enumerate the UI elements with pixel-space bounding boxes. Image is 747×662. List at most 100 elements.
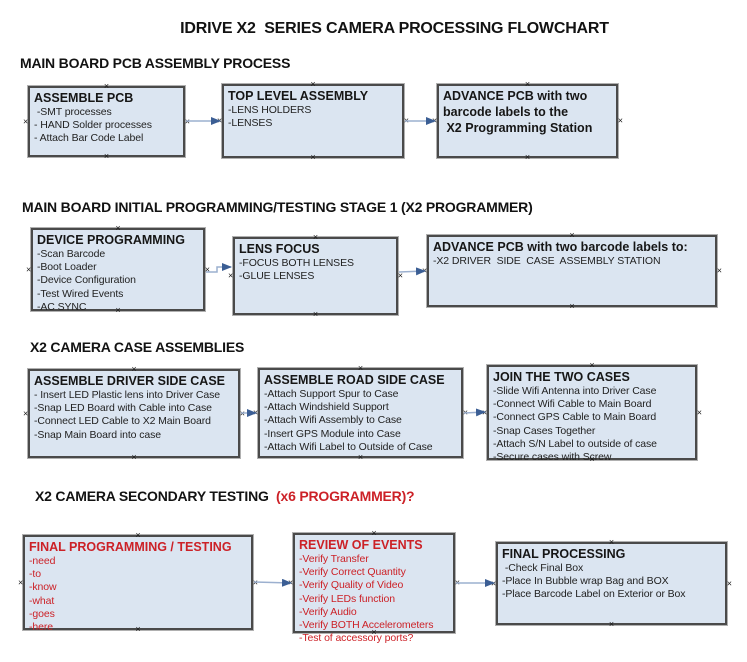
section-heading-text: MAIN BOARD PCB ASSEMBLY PROCESS xyxy=(20,55,291,71)
box-item: -Attach Wifi Assembly to Case xyxy=(264,414,402,427)
box-title: JOIN THE TWO CASES xyxy=(493,370,630,384)
box-item: -Place In Bubble wrap Bag and BOX xyxy=(502,575,669,588)
box-item: -Place Barcode Label on Exterior or Box xyxy=(502,588,686,601)
connection-point-icon: × xyxy=(696,407,702,417)
box-item: -Connect LED Cable to X2 Main Board xyxy=(34,415,211,428)
connection-point-icon: × xyxy=(357,363,364,373)
connection-point-icon: × xyxy=(253,407,259,418)
box-item: -Slide Wifi Antenna into Driver Case xyxy=(493,385,657,397)
box-lens-focus: LENS FOCUS-FOCUS BOTH LENSES-GLUE LENSES… xyxy=(228,233,403,319)
box-item: -need xyxy=(29,555,56,567)
box-item: -Verify LEDs function xyxy=(299,592,395,605)
connection-point-icon: × xyxy=(228,270,234,281)
box-item: -Insert GPS Module into Case xyxy=(264,427,401,440)
connection-point-icon: × xyxy=(608,537,615,547)
connection-point-icon: × xyxy=(491,578,497,588)
box-item: -what xyxy=(29,594,55,607)
section-heading: MAIN BOARD PCB ASSEMBLY PROCESS xyxy=(20,55,290,71)
connection-point-icon: × xyxy=(608,619,615,629)
box-item: -Attach Windshield Support xyxy=(264,401,389,414)
section-heading: X2 CAMERA CASE ASSEMBLIES xyxy=(30,339,244,355)
box-item: -Scan Barcode xyxy=(37,248,106,260)
connection-point-icon: × xyxy=(131,452,137,462)
connection-point-icon: × xyxy=(135,624,141,634)
box-item: -Attach S/N Label to outside of case xyxy=(493,437,657,450)
box-assemble-driver-side-case: ASSEMBLE DRIVER SIDE CASE- Insert LED Pl… xyxy=(23,365,245,462)
section-heading-red-text: (x6 PROGRAMMER)? xyxy=(276,488,415,504)
box-title: DEVICE PROGRAMMING xyxy=(37,233,185,247)
box-advance-pcb-with-two-barcode-labels-to: ADVANCE PCB with two barcode labels to:-… xyxy=(422,231,722,311)
connection-point-icon: × xyxy=(432,115,438,126)
connection-point-icon: × xyxy=(312,232,319,242)
box-item: -Check Final Box xyxy=(502,562,584,574)
box-item: -Connect GPS Cable to Main Board xyxy=(493,411,657,424)
box-item: -AC SYNC xyxy=(37,300,87,313)
section-heading: MAIN BOARD INITIAL PROGRAMMING/TESTING S… xyxy=(22,199,533,215)
connection-point-icon: × xyxy=(310,152,316,162)
box-item: -here xyxy=(29,621,54,634)
box-final-programming-testing: FINAL PROGRAMMING / TESTING-need-to-know… xyxy=(18,531,258,634)
flow-arrow xyxy=(253,578,292,587)
connection-point-icon: × xyxy=(288,577,294,588)
connection-point-icon: × xyxy=(217,115,223,126)
box-title: ASSEMBLE DRIVER SIDE CASE xyxy=(34,374,226,388)
box-item: -FOCUS BOTH LENSES xyxy=(239,257,354,269)
box-item: -Secure cases with Screw xyxy=(493,451,612,464)
box-title: LENS FOCUS xyxy=(239,242,320,256)
box-final-processing: FINAL PROCESSING -Check Final Box-Place … xyxy=(491,538,732,629)
section-heading-text: X2 CAMERA SECONDARY TESTING xyxy=(35,488,277,504)
box-title: FINAL PROGRAMMING / TESTING xyxy=(29,540,232,554)
section-heading: X2 CAMERA SECONDARY TESTING (x6 PROGRAMM… xyxy=(35,488,415,504)
box-item: -LENSES xyxy=(228,117,273,130)
box-item: -Verify Transfer xyxy=(299,553,369,565)
connection-point-icon: × xyxy=(482,407,488,417)
connection-point-icon: × xyxy=(524,79,531,89)
connection-point-icon: × xyxy=(357,452,364,462)
box-title: REVIEW OF EVENTS xyxy=(299,538,423,552)
connection-point-icon: × xyxy=(18,577,24,587)
box-title: ASSEMBLE ROAD SIDE CASE xyxy=(264,373,445,387)
box-item: -Verify Audio xyxy=(299,605,357,618)
connection-point-icon: × xyxy=(310,79,316,89)
connection-point-icon: × xyxy=(239,408,245,418)
connection-point-icon: × xyxy=(23,116,29,126)
box-title: TOP LEVEL ASSEMBLY xyxy=(228,89,369,103)
connection-point-icon: × xyxy=(569,230,575,240)
connection-point-icon: × xyxy=(103,151,110,161)
connection-point-icon: × xyxy=(115,305,121,315)
box-item: -know xyxy=(29,581,57,594)
box-top-level-assembly: TOP LEVEL ASSEMBLY-LENS HOLDERS-LENSES × ×… xyxy=(217,80,409,162)
box-assemble-pcb: ASSEMBLE PCB -SMT processes- HAND Solder… xyxy=(23,82,190,161)
box-item: -Snap Main Board into case xyxy=(34,428,161,441)
box-item: -LENS HOLDERS xyxy=(228,104,312,116)
box-review-of-events: REVIEW OF EVENTS-Verify Transfer-Verify … xyxy=(288,529,460,645)
connection-point-icon: × xyxy=(103,81,110,91)
connection-point-icon: × xyxy=(524,152,531,162)
connection-point-icon: × xyxy=(371,627,377,637)
connection-point-icon: × xyxy=(184,116,190,126)
box-item: -X2 DRIVER SIDE CASE ASSEMBLY STATION xyxy=(433,255,661,267)
connection-point-icon: × xyxy=(589,454,595,464)
connection-point-icon: × xyxy=(131,364,137,374)
box-device-programming: DEVICE PROGRAMMING-Scan Barcode-Boot Loa… xyxy=(26,224,210,315)
box-item: -Device Configuration xyxy=(37,274,136,287)
box-item: -Verify Correct Quantity xyxy=(299,566,406,579)
connection-point-icon: × xyxy=(397,270,403,281)
connection-point-icon: × xyxy=(462,407,468,418)
connection-point-icon: × xyxy=(716,265,722,276)
box-title: FINAL PROCESSING xyxy=(502,547,626,561)
box-item: -Test of accessory ports? xyxy=(299,632,414,645)
connection-point-icon: × xyxy=(422,265,428,276)
section-heading-text: MAIN BOARD INITIAL PROGRAMMING/TESTING S… xyxy=(22,199,533,215)
box-item: -Verify BOTH Accelerometers xyxy=(299,619,434,632)
box-item: -Attach Wifi Label to Outside of Case xyxy=(264,440,433,453)
connection-point-icon: × xyxy=(726,578,732,588)
box-assemble-road-side-case: ASSEMBLE ROAD SIDE CASE-Attach Support S… xyxy=(253,364,468,462)
box-title: X2 Programming Station xyxy=(443,121,593,135)
box-item: - Insert LED Plastic lens into Driver Ca… xyxy=(34,389,221,401)
box-title: barcode labels to the xyxy=(443,105,569,119)
connection-point-icon: × xyxy=(312,309,319,319)
box-item: -GLUE LENSES xyxy=(239,270,315,283)
connection-point-icon: × xyxy=(204,264,210,274)
